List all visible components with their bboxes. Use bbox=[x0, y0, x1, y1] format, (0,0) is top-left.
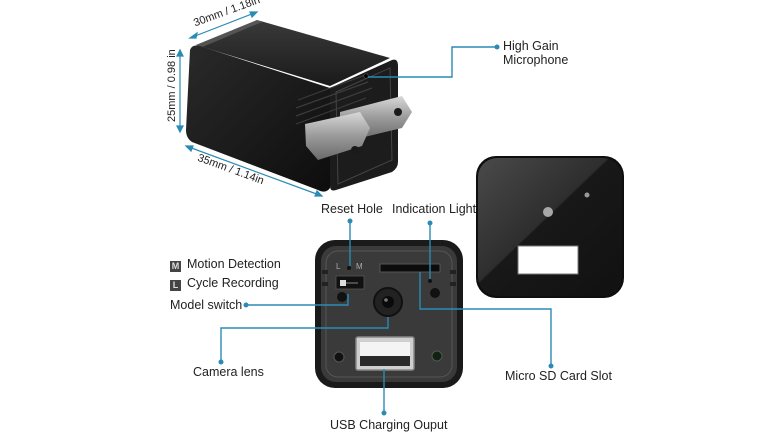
height-dimension-label: 25mm / 0.98 in bbox=[166, 49, 178, 122]
reset-hole-label: Reset Hole bbox=[321, 202, 383, 216]
camera-lens-callout-line bbox=[220, 317, 389, 361]
callout-lines bbox=[220, 46, 552, 412]
back-window bbox=[517, 245, 579, 275]
micro-sd-slot bbox=[379, 263, 441, 273]
camera-lens-callout-dot bbox=[218, 359, 224, 365]
reset-hole-callout-dot bbox=[347, 218, 353, 224]
micro-sd-callout-dot bbox=[548, 363, 554, 369]
cycle-badge-icon: L bbox=[170, 280, 181, 291]
switch-mark-m: M bbox=[356, 262, 363, 271]
adapter-illustration bbox=[176, 11, 412, 197]
legend-motion-detection: M Motion Detection bbox=[170, 257, 281, 272]
indication-light-label: Indication Light bbox=[392, 202, 477, 216]
indication-light-callout-dot bbox=[427, 220, 433, 226]
microphone-label: High Gain Microphone bbox=[503, 39, 568, 67]
switch-mark-l: L bbox=[336, 262, 341, 271]
micro-sd-callout-line bbox=[419, 272, 552, 365]
device-front-illustration bbox=[315, 240, 463, 388]
device-back-illustration bbox=[476, 156, 624, 298]
back-light-dot bbox=[584, 192, 590, 198]
legend-label: Cycle Recording bbox=[187, 276, 279, 290]
model-switch-label: Model switch bbox=[170, 298, 243, 312]
adapter-top-face bbox=[196, 20, 390, 86]
legend-label: Motion Detection bbox=[187, 257, 281, 271]
back-lens-dot bbox=[543, 207, 553, 217]
microphone-callout-line bbox=[368, 46, 496, 78]
microphone-label-line2: Microphone bbox=[503, 53, 569, 67]
model-switch-callout-line bbox=[246, 294, 349, 306]
camera-lens-label: Camera lens bbox=[193, 365, 264, 379]
adapter-side-face bbox=[186, 45, 330, 192]
model-switch-callout-dot bbox=[243, 302, 249, 308]
microphone-hole bbox=[363, 73, 369, 79]
depth-dimension-arrow bbox=[185, 145, 323, 197]
reset-hole bbox=[347, 266, 351, 270]
legend-cycle-recording: L Cycle Recording bbox=[170, 276, 279, 291]
usb-output-label: USB Charging Ouput bbox=[330, 418, 448, 432]
usb-callout-dot bbox=[381, 410, 387, 416]
width-dimension-arrow bbox=[189, 11, 258, 39]
microphone-label-line1: High Gain bbox=[503, 39, 559, 53]
micro-sd-label: Micro SD Card Slot bbox=[505, 369, 612, 383]
microphone-callout-dot bbox=[494, 44, 500, 50]
indication-light bbox=[428, 279, 432, 283]
motion-badge-icon: M bbox=[170, 261, 181, 272]
